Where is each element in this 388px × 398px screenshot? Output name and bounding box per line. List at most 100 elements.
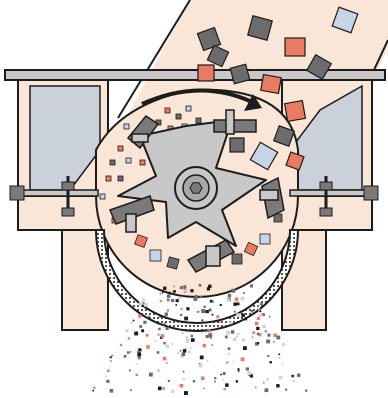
discharge-particle [175,299,179,303]
discharge-particle [162,387,165,390]
discharge-particle [236,302,240,306]
discharge-particle [165,344,169,349]
discharge-particle [297,373,301,377]
discharge-particle [206,287,211,291]
discharge-particle [214,377,217,380]
discharge-particle [167,379,170,382]
discharge-particle [226,330,231,335]
discharge-particle [251,335,254,339]
discharge-particle [184,316,188,321]
discharge-particle [240,357,245,362]
discharge-particle [244,317,248,321]
discharge-particle [182,370,185,373]
discharge-particle [184,347,187,350]
discharge-particle [258,313,262,317]
discharge-particle [214,380,216,383]
discharge-particle [163,286,167,290]
discharge-particle [134,331,139,336]
discharge-particle [207,329,211,333]
discharge-particle [178,322,180,324]
discharge-particle [199,295,203,299]
discharge-particle [156,368,161,373]
discharge-particle [194,295,198,299]
feed-particles [196,6,359,171]
discharge-particle [163,342,166,345]
discharge-particle [182,377,185,381]
discharge-particle [211,344,214,346]
discharge-particle [162,325,165,329]
discharge-particle [157,333,160,336]
discharge-particle [185,289,189,293]
discharge-particle [166,309,170,312]
discharge-particle [197,310,200,313]
left-housing [17,77,109,331]
discharge-particle [130,389,132,392]
discharge-particle [166,298,170,302]
discharge-particle [243,346,247,350]
discharge-particle [201,376,205,380]
discharge-particle [180,354,184,358]
discharge-particle [138,348,142,352]
discharge-particle [109,360,112,362]
discharge-particle [141,298,146,302]
discharge-particle [127,337,130,340]
discharge-particle [106,369,110,373]
discharge-particle [109,356,112,359]
discharge-particle [231,288,236,293]
discharge-particle [132,319,135,322]
discharge-particle [229,321,233,325]
discharge-particle [276,384,280,388]
discharge-particle [164,312,168,316]
discharge-particle [235,335,238,338]
discharge-particle [278,353,281,356]
discharge-particle [264,388,269,393]
discharge-particle [256,332,260,336]
discharge-particle [129,350,132,353]
discharge-particle [163,322,166,325]
discharge-particle [190,334,193,338]
discharge-particle [218,321,221,323]
discharge-particle [255,321,259,326]
discharge-particle [125,329,129,333]
discharge-particle [182,349,187,353]
discharge-particle [201,331,203,334]
discharge-particle [119,343,123,347]
discharge-particle [201,309,206,313]
left-flange [9,176,99,217]
discharge-particle [222,372,226,375]
rotor [108,109,285,273]
discharge-particle [159,300,162,303]
discharge-particle [171,343,174,345]
discharge-particle [201,319,204,322]
discharge-particle [209,299,213,303]
discharge-particle [273,333,278,338]
hammer-left-lower [108,195,155,233]
discharge-particle [138,314,142,318]
discharge-particle [111,354,113,357]
discharge-particle [106,379,110,383]
discharge-particle [168,291,171,294]
discharge-particle [137,350,139,353]
discharge-particle [227,347,231,350]
discharge-particle [222,379,224,381]
screen-grate [94,229,300,332]
discharge-particle [233,302,237,306]
discharge-particle [249,374,253,378]
discharge-particle [109,389,114,393]
discharge-particle [185,339,190,343]
discharge-particle [177,296,181,300]
discharge-particle [262,313,265,316]
discharge-particle [264,330,267,333]
discharge-particle [267,333,271,337]
discharge-particle [184,391,188,395]
discharge-particle [211,313,214,316]
discharge-particle [160,334,165,338]
discharge-particle [209,337,212,339]
discharge-particle [247,371,252,376]
discharge-particle [128,369,131,372]
discharge-particle [166,294,171,298]
discharge-particles [92,284,308,395]
discharge-particle [235,380,239,383]
